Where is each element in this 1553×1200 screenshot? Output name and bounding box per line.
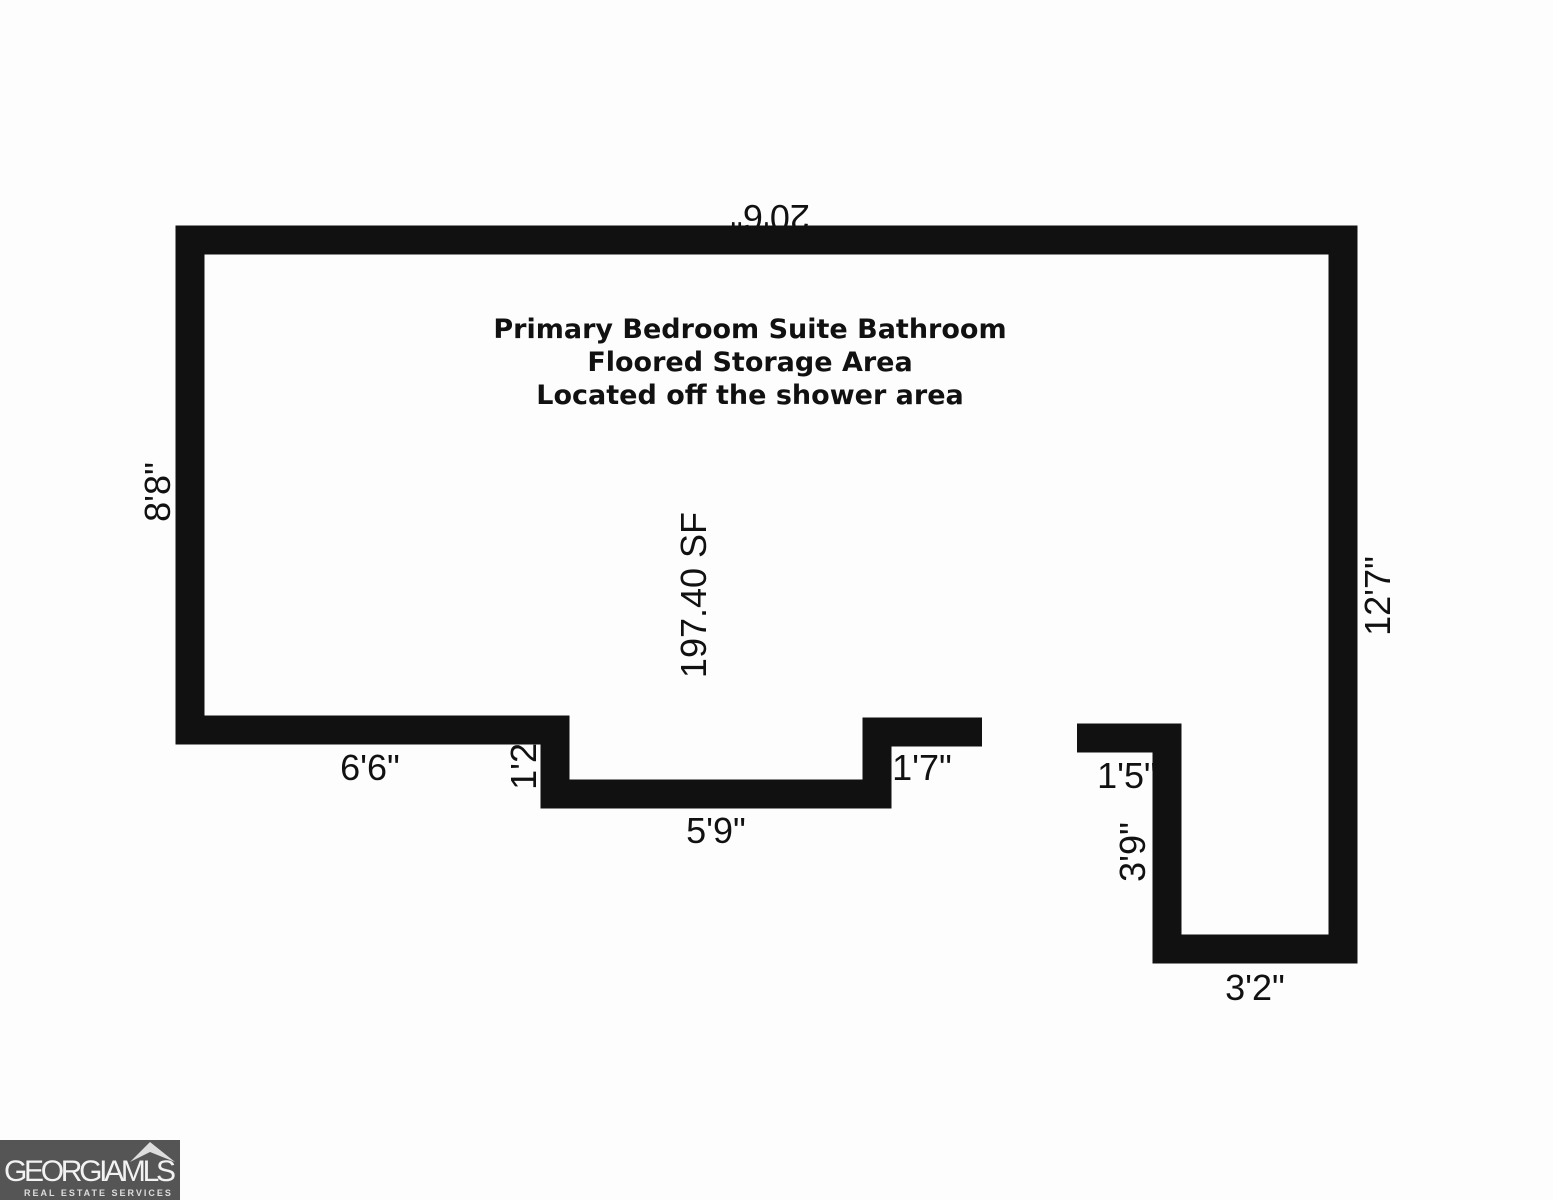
room-title-line-2: Floored Storage Area	[587, 347, 912, 378]
dim-left: 8'8"	[137, 462, 178, 522]
dim-notch-side: 3'9"	[1112, 822, 1153, 882]
dim-step-left: 1'2"	[503, 730, 544, 790]
dim-bottom-left: 6'6"	[340, 747, 400, 788]
dim-notch-bottom: 3'2"	[1225, 967, 1285, 1008]
logo-subtext: REAL ESTATE SERVICES	[24, 1188, 173, 1198]
dim-opening-right: 1'5"	[1097, 755, 1157, 796]
logo-text: GEORGIAMLS	[4, 1155, 176, 1188]
area-label: 197.40 SF	[673, 512, 714, 678]
georgia-mls-logo: GEORGIAMLS REAL ESTATE SERVICES	[0, 1140, 180, 1200]
dim-step-right: 1'7"	[892, 747, 952, 788]
dim-step-bottom: 5'9"	[686, 810, 746, 851]
room-title-line-3: Located off the shower area	[536, 380, 963, 411]
room-title-line-1: Primary Bedroom Suite Bathroom	[493, 314, 1006, 345]
dim-right: 12'7"	[1357, 556, 1398, 636]
dim-top: 20'6"	[730, 197, 810, 238]
walls	[175, 225, 1358, 964]
